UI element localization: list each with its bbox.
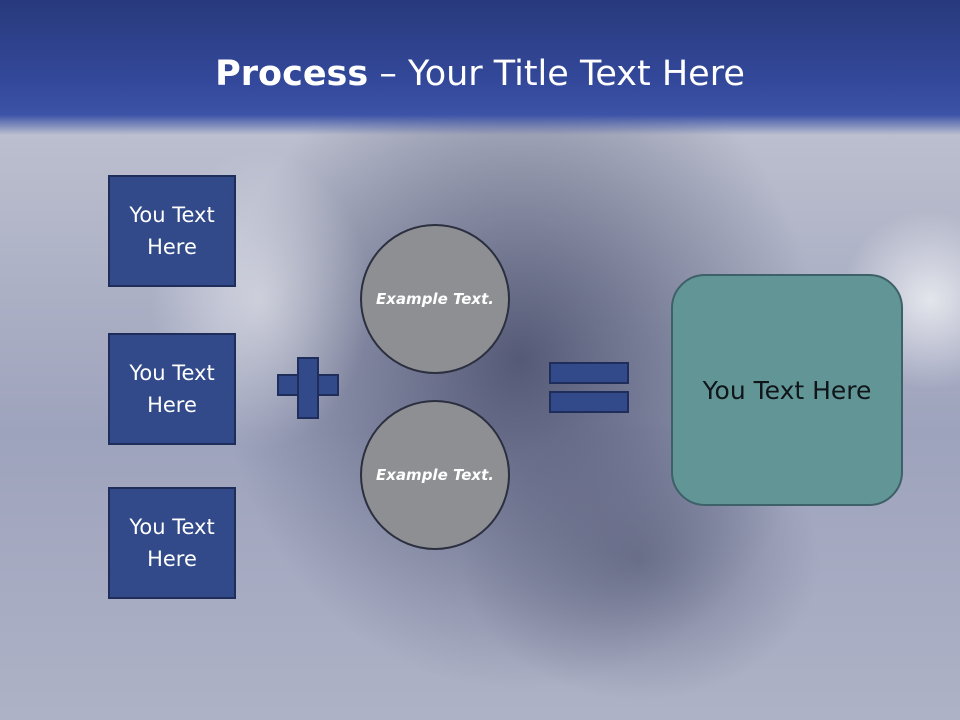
example-circle-2[interactable]: Example Text.	[360, 400, 510, 550]
equals-bar-bottom	[549, 391, 629, 413]
input-box-1[interactable]: You Text Here	[108, 175, 236, 287]
equals-bar-top	[549, 362, 629, 384]
title-bar	[0, 0, 960, 135]
result-box[interactable]: You Text Here	[671, 274, 903, 506]
example-circle-1[interactable]: Example Text.	[360, 224, 510, 374]
title-rest: – Your Title Text Here	[368, 54, 745, 94]
input-box-2[interactable]: You Text Here	[108, 333, 236, 445]
plus-center	[299, 376, 317, 394]
input-box-3[interactable]: You Text Here	[108, 487, 236, 599]
title-bold: Process	[215, 54, 369, 94]
page-title: Process – Your Title Text Here	[0, 52, 960, 96]
